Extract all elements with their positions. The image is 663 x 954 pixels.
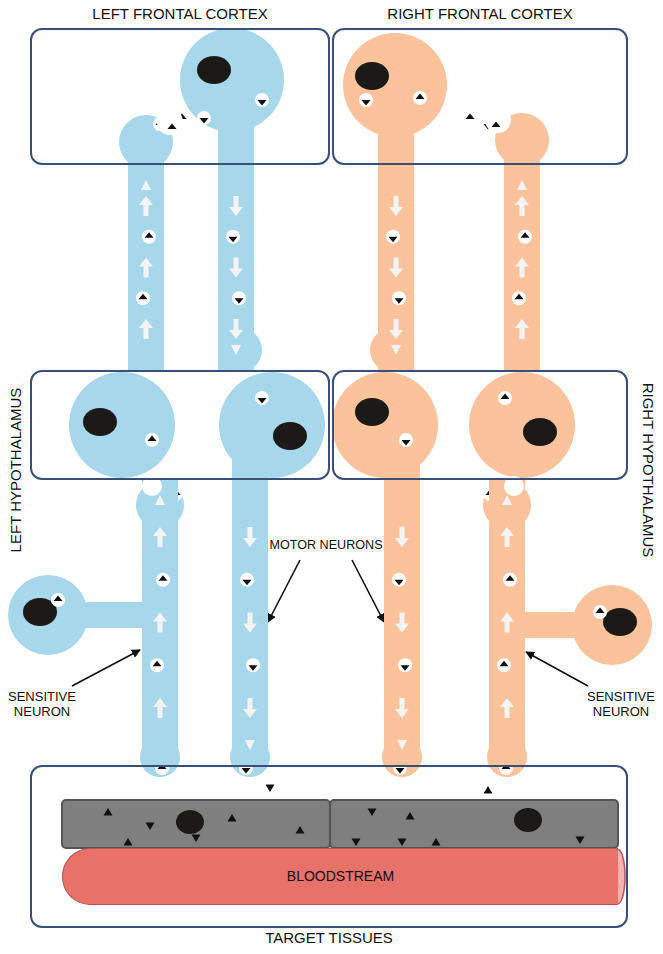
axon xyxy=(226,165,246,370)
vesicle xyxy=(150,658,164,672)
frontal-neuron-right xyxy=(343,33,549,372)
direction-arrow xyxy=(389,258,403,278)
brain-region-box: LEFT HYPOTHALAMUS xyxy=(30,370,330,480)
brain-region-box: RIGHT HYPOTHALAMUS xyxy=(332,370,628,480)
vesicle xyxy=(386,230,400,244)
vesicle xyxy=(497,658,511,672)
vesicle xyxy=(136,291,150,305)
direction-arrow xyxy=(229,319,243,339)
region-label: RIGHT FRONTAL CORTEX xyxy=(334,6,626,23)
vesicle xyxy=(392,291,406,305)
vessel-label: BLOODSTREAM xyxy=(287,869,394,884)
frontal-neuron-left xyxy=(119,28,284,372)
direction-arrow xyxy=(229,196,243,216)
vesicle xyxy=(232,291,246,305)
vesicle xyxy=(226,230,240,244)
direction-arrow xyxy=(500,698,514,718)
direction-arrow xyxy=(515,319,529,339)
axon-connector xyxy=(504,165,540,370)
axon xyxy=(240,480,260,765)
tissue-cell xyxy=(62,800,330,848)
direction-arrow xyxy=(153,698,167,718)
vesicle xyxy=(503,573,517,587)
receptor-cleft xyxy=(485,107,511,133)
region-label: TARGET TISSUES xyxy=(32,930,626,947)
axon-connector xyxy=(489,480,525,765)
region-label: LEFT HYPOTHALAMUS xyxy=(8,388,25,553)
blood-vessel: BLOODSTREAM xyxy=(62,848,618,905)
axon-connector xyxy=(378,165,414,370)
vesicle xyxy=(156,573,170,587)
direction-arrow xyxy=(139,196,153,216)
vesicle xyxy=(398,658,412,672)
cell-nucleus xyxy=(176,810,204,834)
group-label: MOTOR NEURONS xyxy=(268,538,383,552)
tissue-cell xyxy=(330,800,618,848)
vesicle xyxy=(512,291,526,305)
brain-region-box: RIGHT FRONTAL CORTEX xyxy=(332,28,628,165)
vesicle xyxy=(392,573,406,587)
region-label: RIGHT HYPOTHALAMUS xyxy=(640,383,657,558)
neuron-label: SENSITIVE NEURON xyxy=(2,690,82,720)
vesicle xyxy=(165,121,179,135)
direction-arrow xyxy=(515,258,529,278)
cell-nucleus xyxy=(514,808,542,832)
direction-arrow xyxy=(153,527,167,547)
hypothalamus-neurons-right xyxy=(332,372,575,777)
brain-region-box: LEFT FRONTAL CORTEX xyxy=(30,28,330,165)
vesicle xyxy=(142,230,156,244)
axon xyxy=(497,480,517,765)
axon-connector xyxy=(232,480,268,765)
direction-arrow xyxy=(389,319,403,339)
vesicle xyxy=(246,658,260,672)
region-label: LEFT FRONTAL CORTEX xyxy=(32,6,328,23)
axon xyxy=(136,165,156,370)
axon xyxy=(392,480,412,765)
axon-connector xyxy=(142,480,178,765)
direction-arrow xyxy=(139,258,153,278)
neuron-label: SENSITIVE NEURON xyxy=(583,690,659,720)
direction-arrow xyxy=(243,613,257,633)
axon-connector xyxy=(384,480,420,765)
axon xyxy=(386,165,406,370)
sensitive-neuron-soma-right xyxy=(520,585,652,665)
vesicle xyxy=(489,119,503,133)
direction-arrow xyxy=(500,613,514,633)
axon-connector xyxy=(218,165,254,370)
direction-arrow xyxy=(229,258,243,278)
axon-connector xyxy=(128,165,164,370)
direction-arrow xyxy=(243,698,257,718)
axon xyxy=(512,165,532,370)
direction-arrow xyxy=(515,196,529,216)
direction-arrow xyxy=(139,319,153,339)
vesicle xyxy=(518,230,532,244)
direction-arrow xyxy=(243,527,257,547)
hypothalamus-neurons-left xyxy=(69,372,325,777)
direction-arrow xyxy=(395,527,409,547)
direction-arrow xyxy=(153,613,167,633)
direction-arrow xyxy=(395,613,409,633)
direction-arrow xyxy=(389,196,403,216)
vesicle xyxy=(240,573,254,587)
tissue-region-box: BLOODSTREAMTARGET TISSUES xyxy=(30,765,628,928)
axon xyxy=(150,480,170,765)
receptor-cleft xyxy=(157,109,183,135)
sensitive-neuron-soma-left xyxy=(8,575,146,655)
direction-arrow xyxy=(395,698,409,718)
direction-arrow xyxy=(500,527,514,547)
